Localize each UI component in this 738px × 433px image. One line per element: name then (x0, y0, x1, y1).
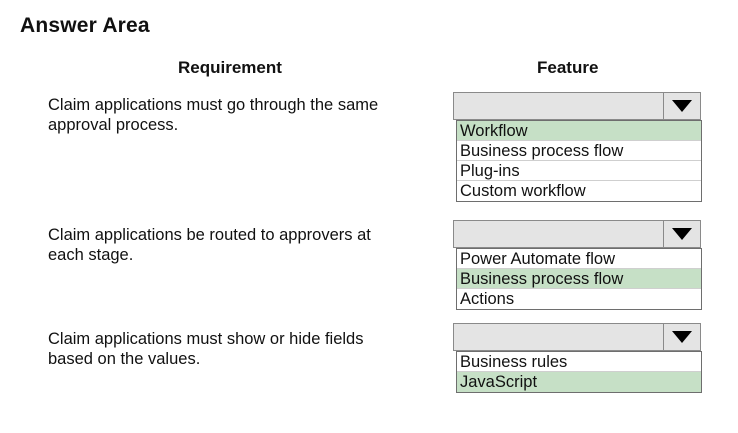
dropdown-arrow-1[interactable] (663, 93, 700, 119)
option-business-process-flow[interactable]: Business process flow (457, 141, 701, 161)
option-custom-workflow[interactable]: Custom workflow (460, 182, 586, 200)
requirement-text-2: Claim applications be routed to approver… (48, 226, 371, 264)
feature-options-2: Power Automate flow Business process flo… (456, 248, 702, 310)
feature-dropdown-1[interactable] (453, 92, 701, 120)
feature-dropdown-2[interactable] (453, 220, 701, 248)
feature-options-1: Workflow Business process flow Plug-ins … (456, 120, 702, 202)
option-workflow[interactable]: Workflow (457, 121, 701, 141)
chevron-down-icon (672, 228, 692, 240)
dropdown-arrow-3[interactable] (663, 324, 700, 350)
requirement-text-3: Claim applications must show or hide fie… (48, 330, 364, 368)
feature-header: Feature (537, 58, 599, 77)
option-business-rules[interactable]: Business rules (457, 352, 701, 372)
requirement-text-1: Claim applications must go through the s… (48, 96, 379, 134)
answer-area-title: Answer Area (20, 14, 150, 37)
chevron-down-icon (672, 331, 692, 343)
option-plug-ins[interactable]: Plug-ins (457, 161, 701, 181)
option-business-process-flow[interactable]: Business process flow (457, 269, 701, 289)
requirement-header: Requirement (178, 58, 282, 77)
feature-options-3: Business rules JavaScript (456, 351, 702, 393)
chevron-down-icon (672, 100, 692, 112)
option-javascript[interactable]: JavaScript (457, 372, 701, 392)
dropdown-arrow-2[interactable] (663, 221, 700, 247)
feature-dropdown-3[interactable] (453, 323, 701, 351)
option-actions[interactable]: Actions (460, 290, 515, 308)
option-power-automate-flow[interactable]: Power Automate flow (457, 249, 701, 269)
